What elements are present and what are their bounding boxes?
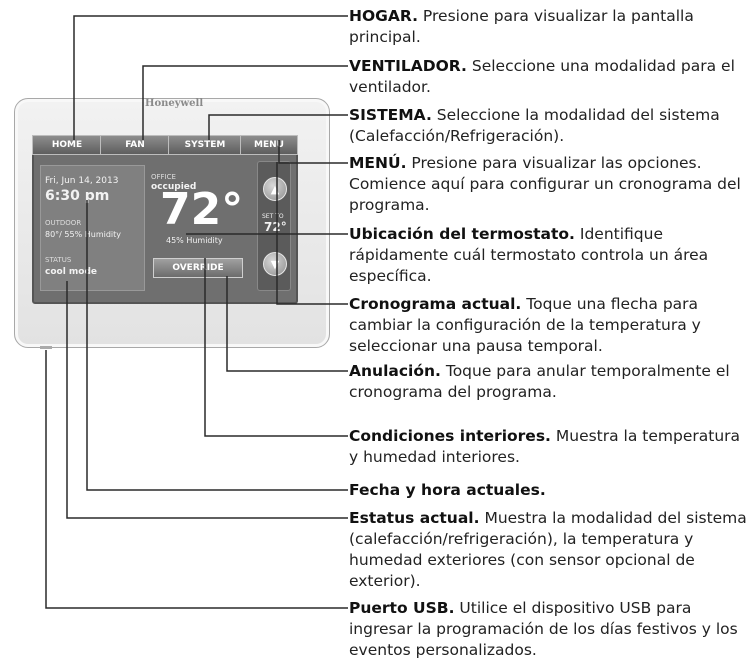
- current-date: Fri, Jun 14, 2013: [45, 176, 119, 186]
- callout-term: Ubicación del termostato.: [349, 225, 575, 243]
- leader-usb: [45, 350, 348, 609]
- callout-text: Muestra la modalidad del sistema (calefa…: [349, 509, 747, 590]
- leader-system: [208, 114, 348, 140]
- callout-term: Fecha y hora actuales.: [349, 481, 546, 499]
- callout-status: Estatus actual. Muestra la modalidad del…: [349, 508, 754, 592]
- up-arrow-icon[interactable]: ▲: [263, 177, 287, 201]
- leader-fan: [142, 65, 348, 140]
- override-button[interactable]: OVERRIDE: [153, 258, 243, 278]
- leader-home: [73, 15, 348, 140]
- callout-location: Ubicación del termostato. Identifique rá…: [349, 224, 754, 287]
- status-panel: [40, 165, 145, 291]
- occupancy-status: occupied: [151, 182, 197, 192]
- leader-menu: [278, 140, 348, 164]
- callout-text: Muestra la temperatura y humedad interio…: [349, 427, 741, 466]
- tab-bar: HOME FAN SYSTEM MENU: [32, 135, 298, 155]
- callout-text: Utilice el dispositivo USB para ingresar…: [349, 599, 738, 659]
- callout-text: Presione para visualizar las opciones. C…: [349, 154, 741, 214]
- indoor-humidity: 45% Humidity: [166, 236, 223, 245]
- status-label: STATUS: [45, 256, 72, 264]
- callout-text: Identifique rápidamente cuál termostato …: [349, 225, 709, 285]
- callout-override: Anulación. Toque para anular temporalmen…: [349, 361, 754, 403]
- callout-term: VENTILADOR.: [349, 57, 467, 75]
- callout-term: SISTEMA.: [349, 106, 432, 124]
- callout-schedule: Cronograma actual. Toque una flecha para…: [349, 294, 754, 357]
- callout-term: MENÚ.: [349, 154, 407, 172]
- callout-text: Toque una flecha para cambiar la configu…: [349, 295, 701, 355]
- leader-status: [66, 281, 348, 519]
- down-arrow-icon[interactable]: ▼: [263, 252, 287, 276]
- set-to-value: 72°: [264, 220, 287, 234]
- indoor-temperature: 72°: [160, 184, 244, 235]
- leader-schedule: [276, 162, 348, 305]
- location-label: OFFICE: [151, 173, 176, 181]
- callout-system: SISTEMA. Seleccione la modalidad del sis…: [349, 105, 754, 147]
- callout-text: Toque para anular temporalmente el crono…: [349, 362, 730, 401]
- current-time: 6:30 pm: [45, 188, 110, 204]
- leader-indoor: [204, 258, 348, 437]
- outdoor-value: 80°/ 55% Humidity: [45, 230, 122, 239]
- callout-text: Seleccione una modalidad para el ventila…: [349, 57, 735, 96]
- callout-term: Cronograma actual.: [349, 295, 522, 313]
- brand-logo: Honeywell: [145, 98, 204, 109]
- callout-indoor: Condiciones interiores. Muestra la tempe…: [349, 426, 754, 468]
- usb-port: [40, 346, 52, 349]
- callout-term: Condiciones interiores.: [349, 427, 551, 445]
- set-to-label: SET TO: [262, 213, 284, 220]
- callout-term: Anulación.: [349, 362, 441, 380]
- callout-date: Fecha y hora actuales.: [349, 480, 754, 501]
- callout-term: HOGAR.: [349, 7, 418, 25]
- callout-term: Puerto USB.: [349, 599, 455, 617]
- leader-override: [226, 276, 348, 372]
- callout-term: Estatus actual.: [349, 509, 480, 527]
- callout-fan: VENTILADOR. Seleccione una modalidad par…: [349, 56, 754, 98]
- status-value: cool mode: [45, 267, 98, 277]
- callout-home: HOGAR. Presione para visualizar la panta…: [349, 6, 754, 48]
- tab-menu[interactable]: MENU: [240, 135, 298, 155]
- leader-date: [86, 200, 348, 491]
- outdoor-label: OUTDOOR: [45, 219, 82, 227]
- callout-text: Seleccione la modalidad del sistema (Cal…: [349, 106, 720, 145]
- callout-menu: MENÚ. Presione para visualizar las opcio…: [349, 153, 754, 216]
- callout-text: Presione para visualizar la pantalla pri…: [349, 7, 694, 46]
- callout-usb: Puerto USB. Utilice el dispositivo USB p…: [349, 598, 754, 661]
